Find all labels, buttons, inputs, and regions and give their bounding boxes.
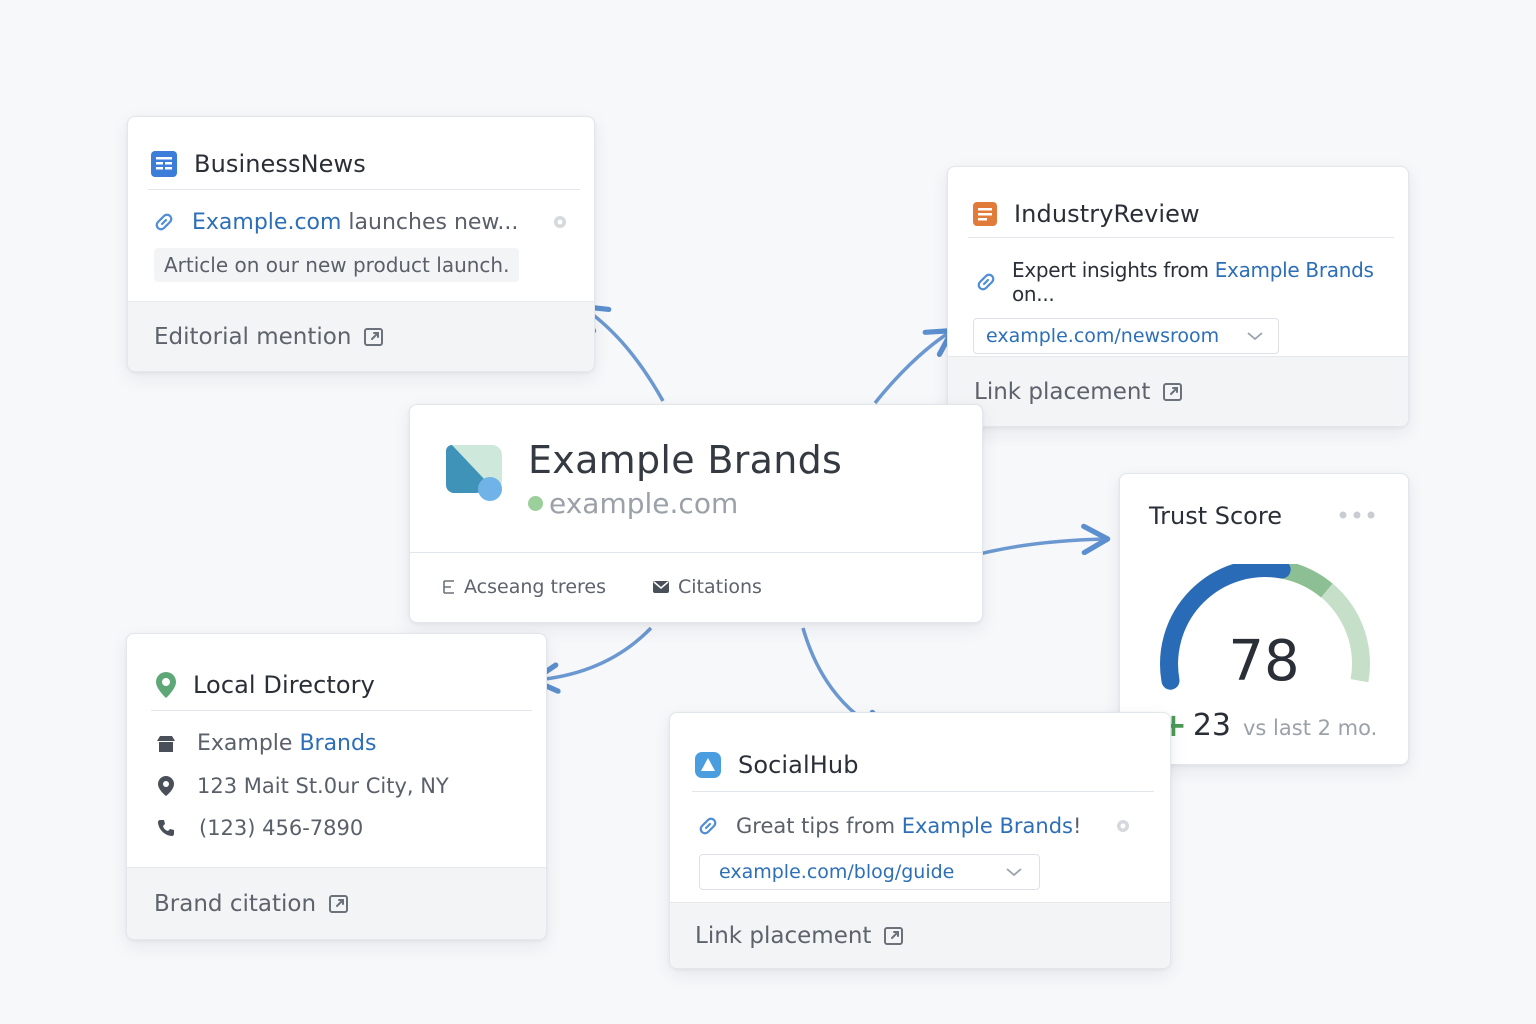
- arrow-to-trustscore: [963, 523, 1111, 560]
- map-pin-icon: [155, 671, 177, 699]
- location-icon: [157, 775, 175, 797]
- industryreview-headline[interactable]: Expert insights from Example Brands on..…: [1012, 258, 1408, 306]
- phone-icon: [157, 819, 175, 837]
- external-link-icon[interactable]: [328, 893, 350, 915]
- socialhub-title: SocialHub: [738, 751, 859, 779]
- footer-label: Link placement: [974, 378, 1151, 405]
- socialhub-card[interactable]: SocialHub Great tips from Example Brands…: [669, 712, 1171, 969]
- tab-label: Citations: [678, 576, 762, 598]
- gear-icon[interactable]: [550, 212, 570, 232]
- business-name: Example Brands: [197, 731, 376, 756]
- post-suffix: !: [1072, 814, 1082, 838]
- footer-label: Link placement: [695, 922, 872, 949]
- business-name-link[interactable]: Brands: [299, 731, 377, 756]
- trust-score-value: 78: [1228, 629, 1300, 694]
- link-icon: [150, 208, 178, 236]
- external-link-icon[interactable]: [1162, 381, 1184, 403]
- brand-card[interactable]: Example Brands example.com Acseang trere…: [409, 404, 983, 623]
- url-select[interactable]: example.com/newsroom: [973, 318, 1279, 354]
- url-value: example.com/blog/guide: [719, 861, 955, 883]
- brand-logo: [440, 441, 506, 505]
- localdirectory-title: Local Directory: [193, 671, 375, 699]
- external-link-icon[interactable]: [883, 925, 905, 947]
- delta-value: 23: [1192, 707, 1231, 743]
- brand-domain[interactable]: example.com: [549, 487, 739, 520]
- socialhub-post[interactable]: Great tips from Example Brands!: [736, 814, 1081, 838]
- post-link[interactable]: Example Brands: [901, 814, 1073, 838]
- footer-label: Brand citation: [154, 890, 317, 917]
- url-select[interactable]: example.com/blog/guide: [699, 854, 1040, 890]
- news-doc-icon: [150, 150, 178, 178]
- address: 123 Mait St.0ur City, NY: [197, 774, 449, 798]
- footer-label: Editorial mention: [154, 323, 352, 350]
- headline-suffix: on...: [1012, 282, 1055, 306]
- socialhub-icon: [694, 751, 722, 779]
- url-value: example.com/newsroom: [986, 325, 1220, 347]
- arrow-to-localdirectory: [530, 626, 653, 694]
- trust-gauge: [1160, 564, 1370, 690]
- list-icon: [442, 579, 456, 595]
- businessnews-card[interactable]: BusinessNews Example.com launches new...…: [127, 116, 595, 372]
- chevron-down-icon[interactable]: [1005, 867, 1023, 877]
- arrow-to-industryreview: [873, 327, 955, 405]
- envelope-icon: [652, 580, 670, 594]
- headline-prefix: Expert insights from: [1012, 258, 1215, 282]
- post-prefix: Great tips from: [736, 814, 902, 838]
- gear-icon[interactable]: [1113, 816, 1133, 836]
- tab-citations[interactable]: Citations: [652, 576, 762, 598]
- arrow-to-businessnews: [579, 303, 665, 402]
- businessnews-snippet: Article on our new product launch.: [154, 248, 520, 282]
- store-icon: [155, 734, 177, 754]
- localdirectory-card[interactable]: Local Directory Example Brands 123 Mait …: [126, 633, 547, 940]
- localdirectory-footer[interactable]: Brand citation: [127, 867, 546, 939]
- headline-rest: launches new...: [341, 209, 519, 235]
- socialhub-footer[interactable]: Link placement: [670, 902, 1170, 968]
- businessnews-footer[interactable]: Editorial mention: [128, 301, 594, 371]
- industryreview-card[interactable]: IndustryReview Expert insights from Exam…: [947, 166, 1409, 427]
- phone: (123) 456-7890: [199, 816, 364, 840]
- businessnews-headline[interactable]: Example.com launches new...: [192, 210, 518, 235]
- review-doc-icon: [972, 201, 998, 227]
- more-options-icon[interactable]: [1338, 510, 1378, 520]
- link-icon: [972, 268, 1000, 296]
- brand-name: Example Brands: [528, 438, 843, 482]
- business-name-prefix: Example: [197, 731, 300, 756]
- businessnews-title: BusinessNews: [194, 150, 366, 178]
- gauge-value-arc: [1160, 564, 1291, 690]
- delta-label: vs last 2 mo.: [1243, 716, 1378, 740]
- headline-link[interactable]: Example Brands: [1214, 258, 1374, 282]
- trust-score-title: Trust Score: [1149, 502, 1282, 530]
- industryreview-footer[interactable]: Link placement: [948, 356, 1408, 426]
- tab-acseang[interactable]: Acseang treres: [442, 576, 606, 598]
- status-dot: [528, 496, 543, 511]
- chevron-down-icon[interactable]: [1246, 331, 1264, 341]
- link-icon: [694, 812, 722, 840]
- external-link-icon[interactable]: [363, 326, 385, 348]
- tab-label: Acseang treres: [464, 576, 606, 598]
- headline-link[interactable]: Example.com: [192, 209, 342, 235]
- industryreview-title: IndustryReview: [1014, 200, 1200, 228]
